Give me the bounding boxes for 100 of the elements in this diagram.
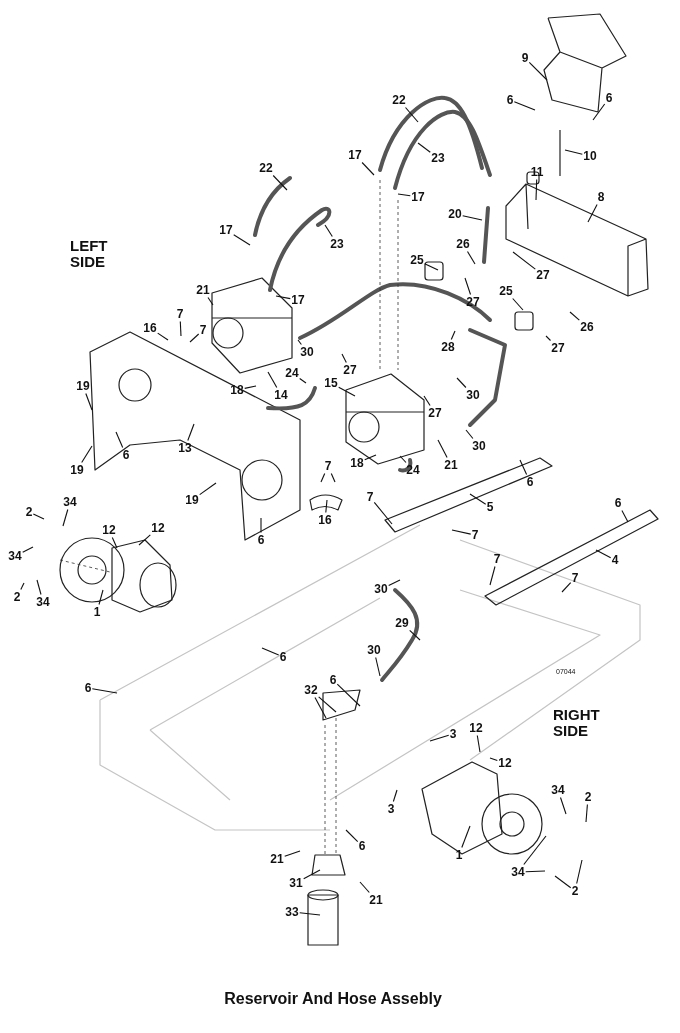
side-label: LEFT SIDE	[70, 238, 109, 270]
leader-line	[36, 579, 42, 596]
leader-line	[592, 103, 606, 121]
callout-number: 26	[456, 237, 470, 251]
leader-line	[528, 61, 548, 81]
leader-line	[595, 549, 612, 559]
callout-number: 27	[536, 268, 550, 282]
callout-number: 6	[526, 475, 534, 489]
callout-number: 34	[551, 783, 565, 797]
leader-line	[451, 529, 472, 535]
callout-number: 30	[466, 388, 480, 402]
leader-line	[437, 439, 448, 459]
leader-line	[399, 455, 407, 464]
leader-line	[32, 513, 45, 520]
callout-number: 19	[185, 493, 199, 507]
callout-number: 22	[259, 161, 273, 175]
leader-line	[189, 333, 200, 343]
callout-number: 34	[63, 495, 77, 509]
leader-line	[523, 835, 547, 866]
leader-line	[469, 493, 487, 505]
leader-line	[207, 296, 214, 306]
caption: Reservoir And Hose Assebly	[223, 990, 443, 1008]
callout-number: 21	[270, 852, 284, 866]
leader-line	[338, 386, 356, 397]
leader-line	[284, 850, 301, 857]
callout-number: 7	[324, 459, 332, 473]
leader-line	[325, 499, 328, 514]
callout-number: 2	[25, 505, 33, 519]
leader-line	[336, 683, 361, 707]
callout-number: 11	[530, 165, 544, 179]
leader-line	[267, 371, 278, 389]
callout-number: 2	[13, 590, 21, 604]
callout-number: 27	[428, 406, 442, 420]
leader-line	[554, 875, 572, 889]
callout-number: 13	[178, 441, 192, 455]
callout-number: 27	[551, 341, 565, 355]
leader-line	[450, 330, 456, 341]
leader-line	[261, 647, 280, 656]
leader-line	[299, 377, 307, 384]
callout-number: 8	[597, 190, 605, 204]
callout-number: 34	[36, 595, 50, 609]
leader-line	[91, 688, 118, 694]
leader-line	[373, 501, 393, 525]
leader-line	[461, 825, 471, 849]
callout-number: 2	[584, 790, 592, 804]
callout-number: 12	[498, 756, 512, 770]
leader-line	[429, 734, 450, 742]
callout-number: 6	[506, 93, 514, 107]
callout-number: 23	[330, 237, 344, 251]
leader-line	[275, 295, 291, 300]
leader-line	[318, 696, 337, 713]
callout-number: 22	[392, 93, 406, 107]
leader-line	[535, 178, 538, 201]
leader-line	[462, 215, 483, 221]
callout-number: 27	[466, 295, 480, 309]
leader-line	[179, 320, 182, 337]
callout-number: 29	[395, 616, 409, 630]
leader-line	[587, 203, 598, 223]
leader-line	[81, 445, 93, 464]
callout-number: 7	[176, 307, 184, 321]
callout-number: 19	[76, 379, 90, 393]
leader-line	[464, 277, 472, 296]
callout-number: 4	[611, 553, 619, 567]
callout-number: 7	[199, 323, 207, 337]
callout-number: 23	[431, 151, 445, 165]
callout-number: 7	[471, 528, 479, 542]
callout-number: 34	[8, 549, 22, 563]
leader-line	[424, 263, 439, 271]
callout-number: 6	[329, 673, 337, 687]
leader-line	[409, 629, 421, 641]
leader-line	[569, 311, 580, 321]
leader-line	[314, 696, 327, 719]
leader-line	[466, 250, 476, 265]
leader-line	[62, 508, 69, 527]
leader-line	[364, 454, 377, 461]
leader-line	[375, 656, 381, 677]
callout-number: 15	[324, 376, 338, 390]
callout-number: 1	[455, 848, 463, 862]
leader-line	[260, 517, 262, 534]
leader-line	[576, 859, 583, 885]
leader-line	[22, 546, 34, 553]
callout-number: 30	[472, 439, 486, 453]
callout-number: 10	[583, 149, 597, 163]
callout-number: 26	[580, 320, 594, 334]
leader-line	[233, 234, 251, 246]
callout-number: 33	[285, 905, 299, 919]
leader-line	[299, 912, 321, 916]
callout-number: 7	[571, 571, 579, 585]
leader-line	[489, 757, 498, 761]
callout-number: 17	[411, 190, 425, 204]
leader-line	[272, 174, 288, 191]
leader-line	[513, 101, 536, 111]
leader-line	[115, 431, 124, 449]
leader-line	[359, 881, 370, 894]
callout-number: 17	[291, 293, 305, 307]
leader-line	[561, 582, 572, 593]
leader-line	[512, 297, 524, 311]
side-label: RIGHT SIDE	[553, 707, 601, 739]
callout-number: 25	[410, 253, 424, 267]
callout-number: 28	[441, 340, 455, 354]
